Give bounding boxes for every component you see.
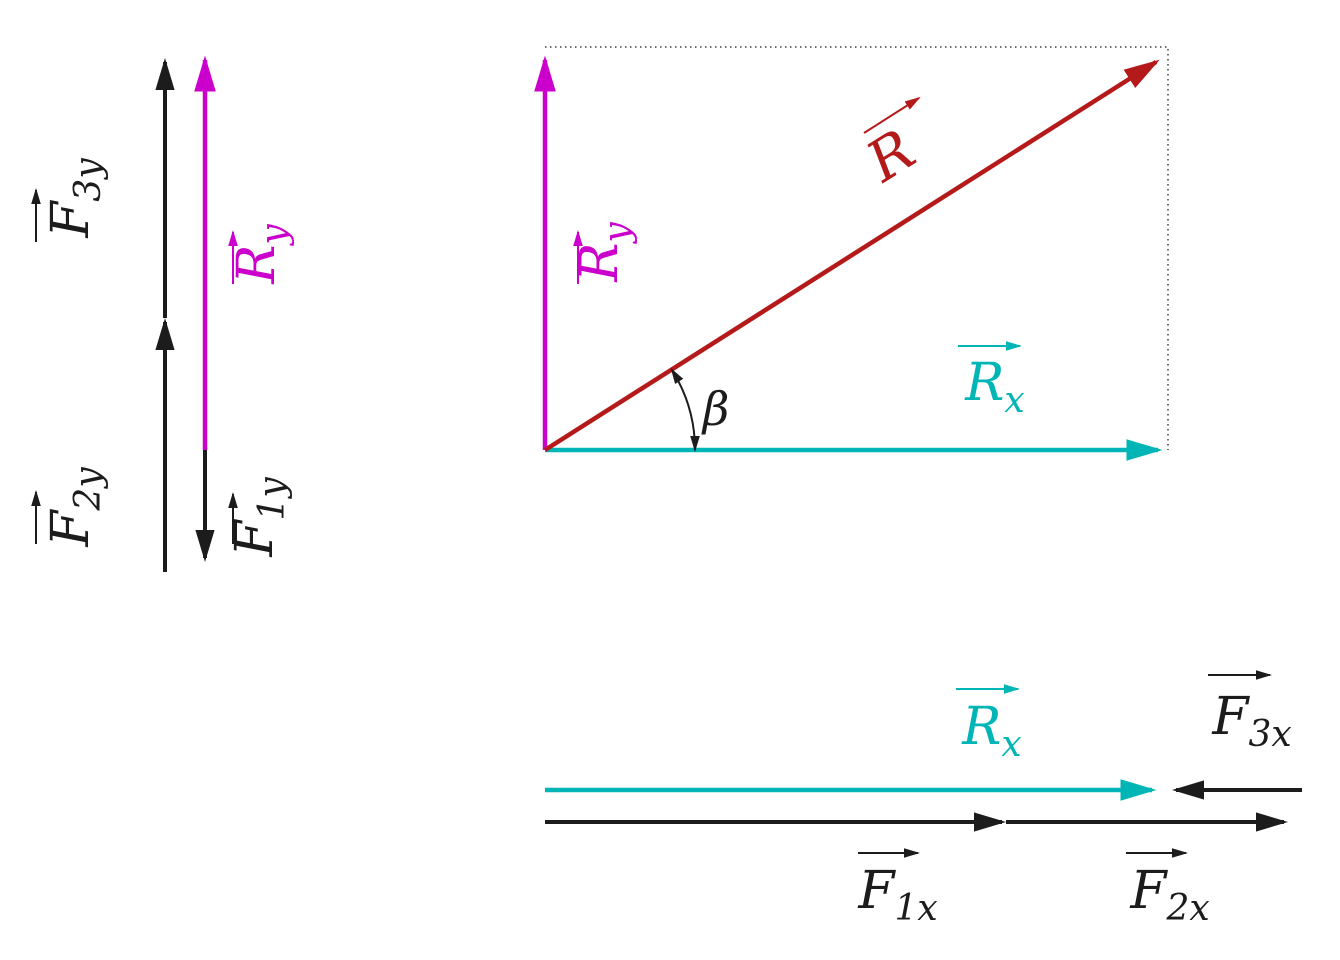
beta-label: β — [701, 382, 730, 436]
ry-triangle-label: Ry — [570, 222, 638, 283]
r-resultant-vector — [543, 59, 1160, 452]
f2x-label: F2x — [1129, 861, 1209, 929]
ry-left-label: Ry — [227, 224, 295, 285]
beta-angle-arc — [670, 367, 700, 452]
resultant-triangle: β Ry R Rx — [534, 46, 1169, 461]
f3x-label: F3x — [1211, 687, 1291, 755]
f3y-label: F3y — [41, 158, 109, 239]
f2y-label: F2y — [41, 467, 109, 548]
rx-bottom-label: Rx — [961, 697, 1021, 765]
rx-triangle-label: Rx — [964, 353, 1024, 421]
f1y-label: F1y — [225, 477, 293, 558]
f1x-label: F1x — [857, 861, 937, 929]
y-component-stack: F3y F2y Ry F1y — [31, 55, 295, 572]
r-overarrow-icon — [863, 96, 921, 134]
x-component-stack: Rx F3x F1x F2x — [545, 670, 1302, 929]
r-resultant-label: R — [855, 118, 926, 196]
